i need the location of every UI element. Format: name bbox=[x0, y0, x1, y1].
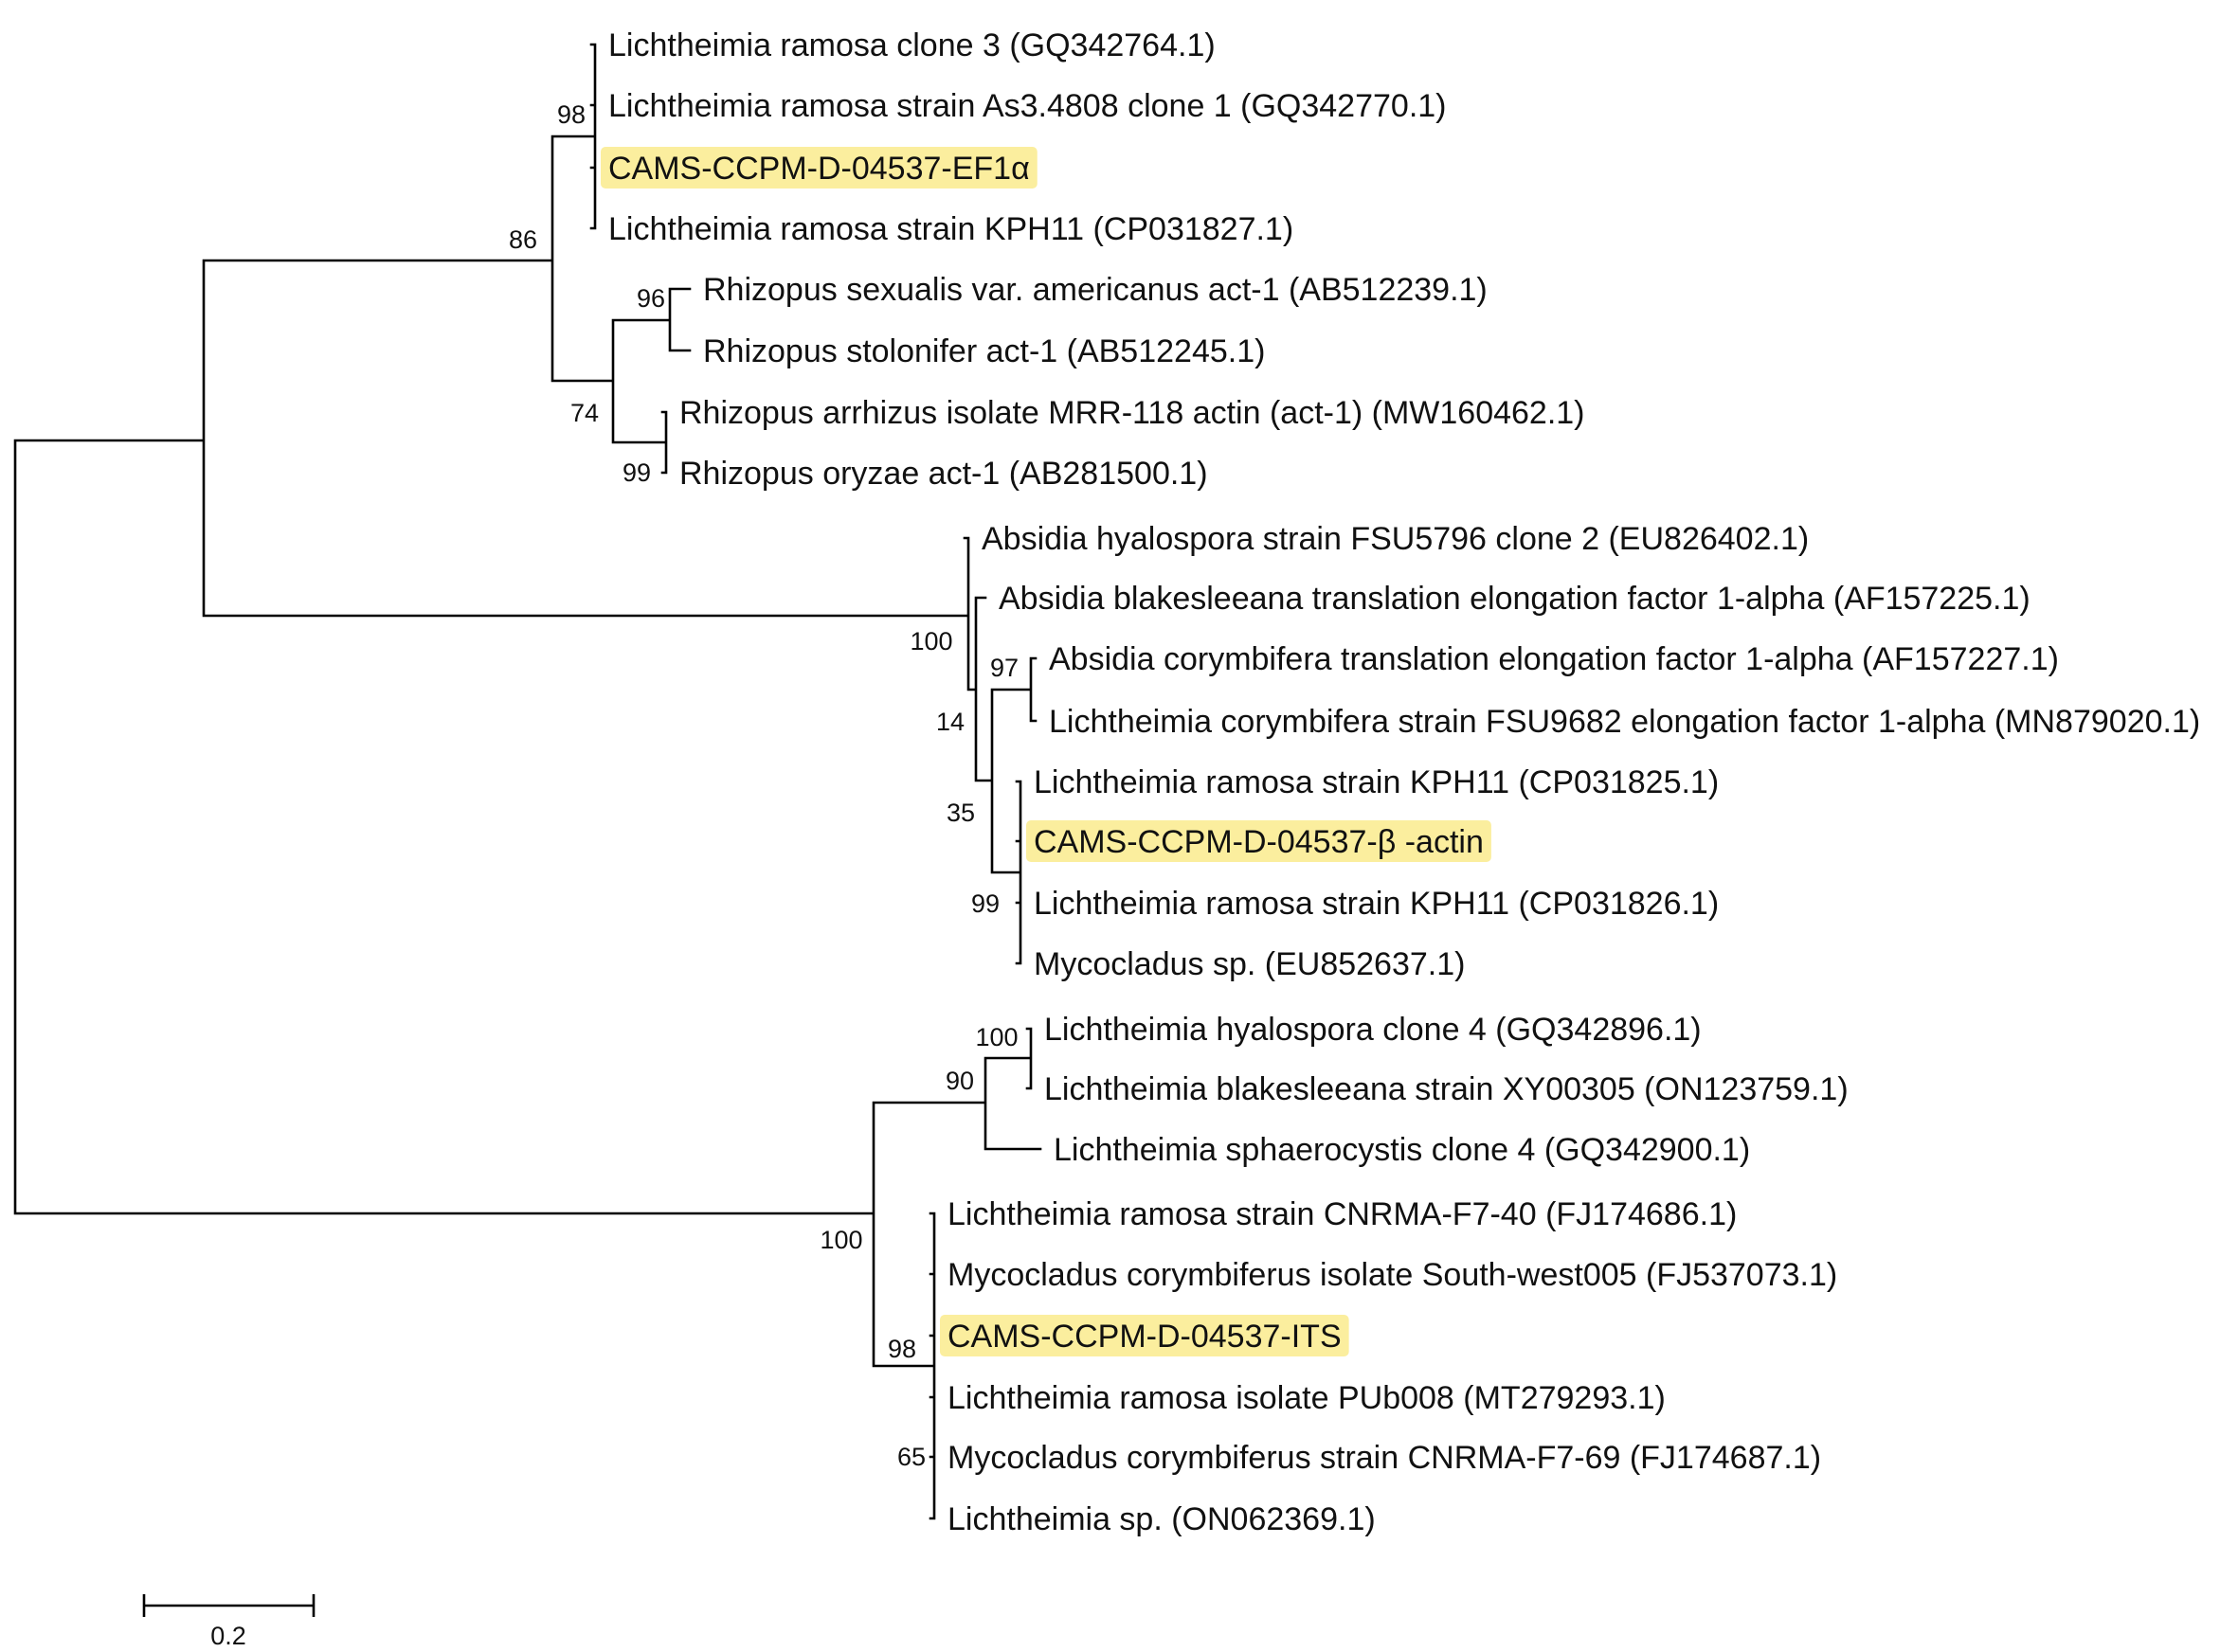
taxon-label-highlighted: CAMS-CCPM-D-04537-ITS bbox=[948, 1319, 1342, 1355]
scale-bar: 0.2 bbox=[142, 1594, 316, 1650]
bootstrap-value: 90 bbox=[946, 1067, 974, 1095]
highlight-box bbox=[1026, 820, 1491, 862]
bootstrap-value: 14 bbox=[936, 708, 965, 736]
taxon-label: Lichtheimia blakesleeana strain XY00305 … bbox=[1044, 1071, 1849, 1107]
bootstrap-value: 98 bbox=[888, 1335, 916, 1363]
taxon-label: Absidia corymbifera translation elongati… bbox=[1049, 641, 2059, 677]
taxon-label-highlighted: CAMS-CCPM-D-04537-β -actin bbox=[1034, 824, 1484, 860]
bootstrap-value: 74 bbox=[570, 399, 599, 427]
bootstrap-value: 100 bbox=[975, 1023, 1018, 1051]
highlight-box bbox=[601, 147, 1038, 189]
taxon-label: Lichtheimia ramosa clone 3 (GQ342764.1) bbox=[608, 27, 1216, 63]
taxon-label: Lichtheimia ramosa isolate PUb008 (MT279… bbox=[948, 1380, 1666, 1416]
bootstrap-value: 99 bbox=[971, 889, 1000, 918]
highlight-layer bbox=[601, 147, 1491, 1356]
bootstrap-value: 35 bbox=[947, 799, 975, 827]
taxon-label: Rhizopus arrhizus isolate MRR-118 actin … bbox=[679, 395, 1585, 431]
taxon-label: Lichtheimia ramosa strain CNRMA-F7-40 (F… bbox=[948, 1196, 1737, 1232]
taxon-labels: Lichtheimia ramosa clone 3 (GQ342764.1) L… bbox=[608, 27, 2200, 1537]
scale-bar-line bbox=[142, 1594, 316, 1617]
taxon-label: Mycocladus sp. (EU852637.1) bbox=[1034, 946, 1465, 982]
bootstrap-value: 99 bbox=[623, 458, 651, 487]
bootstrap-value: 96 bbox=[637, 284, 665, 313]
taxon-label: Rhizopus stolonifer act-1 (AB512245.1) bbox=[703, 333, 1265, 369]
taxon-label: Rhizopus oryzae act-1 (AB281500.1) bbox=[679, 456, 1208, 492]
highlight-box bbox=[940, 1315, 1349, 1356]
bootstrap-value: 86 bbox=[509, 225, 537, 254]
taxon-label: Lichtheimia sp. (ON062369.1) bbox=[948, 1501, 1376, 1537]
bootstrap-value: 65 bbox=[897, 1443, 926, 1471]
taxon-label: Mycocladus corymbiferus strain CNRMA-F7-… bbox=[948, 1440, 1821, 1476]
taxon-label: Lichtheimia hyalospora clone 4 (GQ342896… bbox=[1044, 1012, 1702, 1048]
tree-branch-lines bbox=[13, 43, 1042, 1520]
taxon-label: Lichtheimia sphaerocystis clone 4 (GQ342… bbox=[1054, 1132, 1750, 1168]
bootstrap-value: 100 bbox=[820, 1226, 862, 1254]
taxon-label: Rhizopus sexualis var. americanus act-1 … bbox=[703, 272, 1488, 308]
taxon-label: Lichtheimia ramosa strain KPH11 (CP03182… bbox=[608, 211, 1293, 247]
taxon-label-highlighted: CAMS-CCPM-D-04537-EF1α bbox=[608, 151, 1030, 187]
taxon-label: Lichtheimia corymbifera strain FSU9682 e… bbox=[1049, 704, 2200, 740]
scale-bar-label: 0.2 bbox=[210, 1622, 246, 1650]
taxon-label: Absidia blakesleeana translation elongat… bbox=[999, 581, 2030, 617]
bootstrap-value: 100 bbox=[910, 627, 952, 655]
taxon-label: Lichtheimia ramosa strain KPH11 (CP03182… bbox=[1034, 764, 1719, 800]
taxon-label: Lichtheimia ramosa strain KPH11 (CP03182… bbox=[1034, 886, 1719, 922]
bootstrap-value: 98 bbox=[557, 100, 586, 129]
bootstrap-value: 97 bbox=[990, 654, 1019, 682]
taxon-label: Lichtheimia ramosa strain As3.4808 clone… bbox=[608, 88, 1447, 124]
tree-branches bbox=[13, 43, 1042, 1520]
taxon-label: Mycocladus corymbiferus isolate South-we… bbox=[948, 1257, 1837, 1293]
taxon-label: Absidia hyalospora strain FSU5796 clone … bbox=[982, 521, 1809, 557]
